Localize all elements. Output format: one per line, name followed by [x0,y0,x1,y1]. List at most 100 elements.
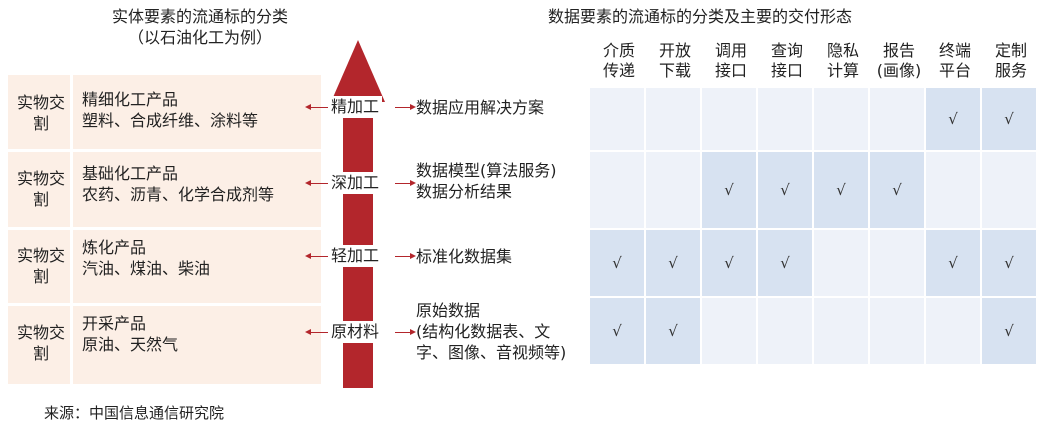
grid-cell-checked [590,298,644,364]
arrow-left-icon [305,180,311,186]
product-category: 炼化产品 [82,238,147,257]
arrow-line [395,183,411,184]
grid-cell-checked [982,88,1036,150]
grid-cell-checked [926,230,980,296]
stage-label: 轻加工 [328,245,383,267]
grid-cell [814,88,868,150]
grid-cell [870,230,924,296]
source-note: 来源：中国信息通信研究院 [44,404,225,422]
grid-cell-checked [590,230,644,296]
physical-product: 炼化产品 汽油、煤油、柴油 [82,237,210,279]
data-product-line: 标准化数据集 [416,247,513,266]
grid-cell [982,152,1036,228]
left-title: 实体要素的流通标的分类 （以石油化工为例） [70,6,330,48]
product-examples: 农药、沥青、化学合成剂等 [82,185,275,204]
product-category: 基础化工产品 [82,164,179,183]
column-header-line: 计算 [826,61,859,80]
column-header-open-download: 开放 下载 [647,41,703,81]
grid-cell-checked [758,230,812,296]
product-examples: 原油、天然气 [82,335,179,354]
grid-cell [926,298,980,364]
arrow-line [395,256,411,257]
grid-cell [646,88,700,150]
check-mark-icon: √ [612,322,622,340]
column-header-line: 接口 [770,61,803,80]
data-product: 标准化数据集 [416,246,512,267]
stage-label: 深加工 [328,172,383,194]
arrow-right-icon [410,180,416,186]
check-mark-icon: √ [1004,110,1014,128]
grid-cell-checked [814,152,868,228]
grid-cell-checked [702,152,756,228]
arrow-right-icon [410,104,416,110]
product-category: 开采产品 [82,314,147,333]
grid-cell-checked [926,88,980,150]
column-header-line: 查询 [770,41,803,60]
grid-cell [870,298,924,364]
column-header-privacy-computing: 隐私 计算 [815,41,871,81]
grid-cell-checked [758,152,812,228]
data-product-line: (结构化数据表、文 [416,322,551,341]
check-mark-icon: √ [780,181,790,199]
column-header-line: 平台 [938,61,971,80]
data-product: 数据应用解决方案 [416,97,544,118]
arrow-line [310,256,330,257]
check-mark-icon: √ [1004,322,1014,340]
arrow-right-icon [410,329,416,335]
column-header-line: 报告 [882,41,915,60]
grid-cell-checked [646,298,700,364]
check-mark-icon: √ [668,322,678,340]
grid-cell-checked [870,152,924,228]
check-mark-icon: √ [612,254,622,272]
grid-cell [590,152,644,228]
data-product-line: 数据模型(算法服务) [416,161,557,180]
column-header-line: 终端 [938,41,971,60]
grid-cell-checked [982,298,1036,364]
column-header-line: (画像) [876,61,922,80]
stage-label: 精加工 [328,96,383,118]
grid-cell [702,88,756,150]
grid-cell-checked [702,230,756,296]
arrow-line [310,332,330,333]
product-examples: 塑料、合成纤维、涂料等 [82,111,259,130]
column-header-line: 调用 [714,41,747,60]
processing-arrow-head [331,40,385,102]
physical-delivery-label: 实物交割 [16,323,65,363]
column-header-query-api: 查询 接口 [759,41,815,81]
arrow-line [310,183,330,184]
check-mark-icon: √ [668,254,678,272]
physical-delivery-label: 实物交割 [16,246,65,286]
product-category: 精细化工产品 [82,90,179,109]
left-title-line2: （以石油化工为例） [127,28,272,47]
check-mark-icon: √ [948,254,958,272]
column-header-line: 接口 [714,61,747,80]
arrow-line [310,107,330,108]
data-product-line: 原始数据 [416,301,481,320]
column-header-terminal-platform: 终端 平台 [927,41,983,81]
physical-row-divider [8,227,321,230]
column-header-call-api: 调用 接口 [703,41,759,81]
check-mark-icon: √ [836,181,846,199]
data-product: 原始数据 (结构化数据表、文 字、图像、音视频等) [416,300,566,363]
column-header-line: 隐私 [826,41,859,60]
column-header-line: 开放 [658,41,691,60]
grid-cell-checked [982,230,1036,296]
stage-label: 原材料 [328,321,383,343]
check-mark-icon: √ [780,254,790,272]
column-header-line: 传递 [602,61,635,80]
column-header-line: 下载 [658,61,691,80]
grid-cell [702,298,756,364]
column-header-custom-service: 定制 服务 [983,41,1039,81]
data-product-line: 字、图像、音视频等) [416,343,567,362]
grid-cell [758,88,812,150]
processing-arrow-shaft [343,100,373,388]
data-product-line: 数据分析结果 [416,182,513,201]
physical-delivery-label: 实物交割 [16,169,65,209]
column-header-media-transfer: 介质 传递 [591,41,647,81]
arrow-line [395,107,411,108]
grid-cell-checked [646,230,700,296]
check-mark-icon: √ [724,181,734,199]
product-examples: 汽油、煤油、柴油 [82,259,211,278]
check-mark-icon: √ [892,181,902,199]
grid-cell [758,298,812,364]
